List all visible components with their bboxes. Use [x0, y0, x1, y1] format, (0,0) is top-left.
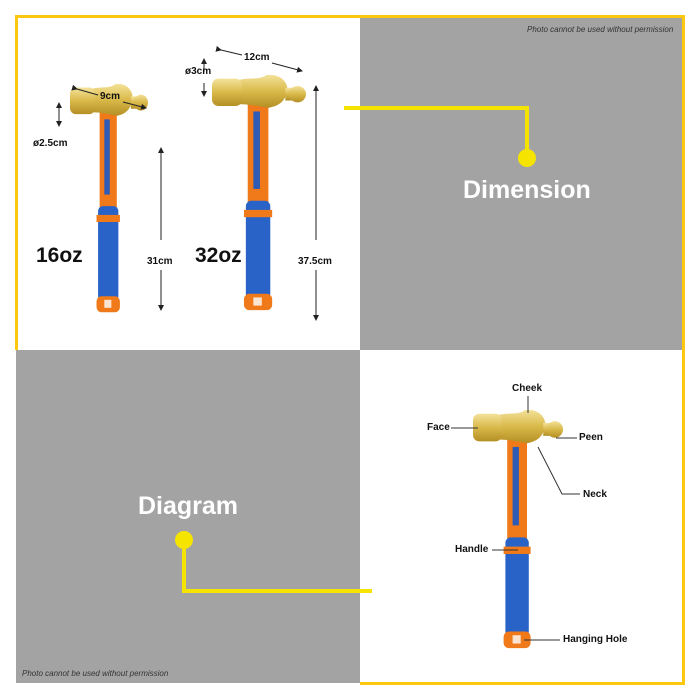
hammer-diagram-image	[473, 410, 563, 649]
diagram-connector	[175, 531, 372, 593]
diagram-heading: Diagram	[138, 492, 239, 520]
diagram-label-panel	[16, 350, 360, 683]
frame-bottom	[360, 682, 685, 685]
hammer-16oz-image	[70, 84, 148, 313]
part-label-face: Face	[427, 422, 450, 433]
part-label-hanging-hole: Hanging Hole	[563, 634, 628, 645]
hammer-32oz-image	[212, 75, 306, 311]
weight-32oz: 32oz	[195, 244, 242, 267]
face-diameter-16oz-label: ø2.5cm	[33, 138, 68, 149]
dimension-connector	[344, 106, 536, 167]
face-diameter-32oz: ø3cm	[185, 66, 212, 77]
connector-dot	[518, 149, 536, 167]
total-length-32oz: 37.5cm	[298, 256, 332, 267]
part-label-neck: Neck	[583, 489, 607, 500]
part-label-peen: Peen	[579, 432, 603, 443]
head-length-16oz: 9cm	[100, 91, 121, 102]
part-label-handle: Handle	[455, 544, 489, 555]
frame-right	[682, 15, 685, 685]
permission-notice-bottom: Photo cannot be used without permission	[22, 669, 169, 678]
head-length-32oz: 12cm	[244, 52, 270, 63]
dimension-arrows	[56, 45, 319, 321]
weight-16oz: 16oz	[36, 244, 83, 267]
permission-notice-top: Photo cannot be used without permission	[527, 25, 674, 34]
dimension-heading: Dimension	[463, 176, 591, 204]
part-label-cheek: Cheek	[512, 383, 543, 394]
dimension-label-panel	[360, 17, 683, 350]
frame-left	[15, 15, 18, 350]
part-leader-lines	[451, 396, 580, 641]
total-length-16oz: 31cm	[147, 256, 173, 267]
connector-dot	[175, 531, 193, 549]
frame-top	[15, 15, 685, 18]
